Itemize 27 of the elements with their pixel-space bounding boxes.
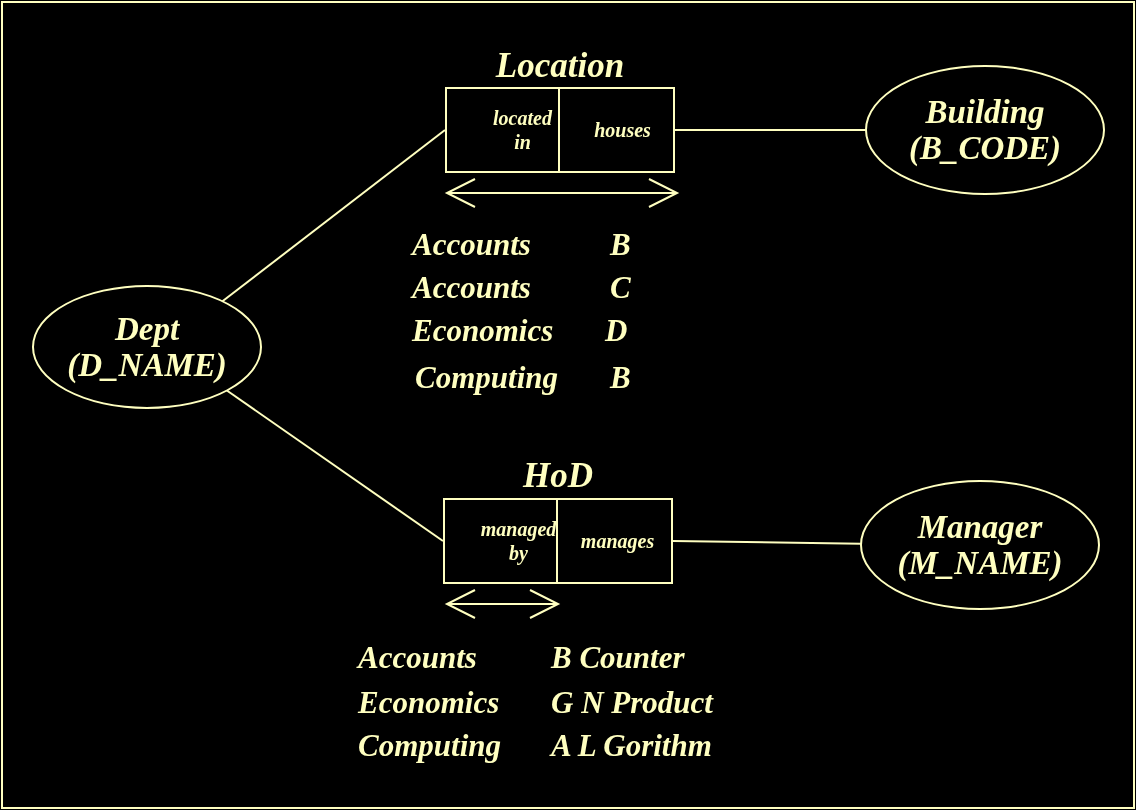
connector-line: [674, 129, 867, 131]
table-text: A L Gorithm: [551, 728, 712, 764]
connector-line: [221, 129, 446, 303]
table-text: Economics: [412, 313, 554, 349]
entity-ellipse: Building (B_CODE): [865, 65, 1105, 195]
table-text: Accounts: [412, 270, 531, 306]
table-text: Computing: [358, 728, 501, 764]
role-label: houses: [594, 118, 651, 142]
role-label: located in: [492, 106, 554, 154]
connector-line: [672, 540, 862, 545]
relationship-name: Location: [494, 45, 626, 87]
entity-ellipse: Dept (D_NAME): [32, 285, 262, 409]
table-text: Accounts: [358, 640, 477, 676]
table-text: C: [610, 270, 631, 306]
table-text: G N Product: [551, 685, 713, 721]
role-label: managed by: [480, 517, 557, 565]
table-text: B: [610, 360, 631, 396]
role-label: manages: [580, 529, 655, 553]
table-text: B: [610, 227, 631, 263]
table-text: Accounts: [412, 227, 531, 263]
connector-line: [225, 389, 444, 542]
table-text: Computing: [415, 360, 558, 396]
table-text: B Counter: [551, 640, 685, 676]
relationship-name: HoD: [521, 455, 594, 497]
table-text: Economics: [358, 685, 500, 721]
table-text: D: [605, 313, 628, 349]
entity-ellipse: Manager (M_NAME): [860, 480, 1100, 610]
